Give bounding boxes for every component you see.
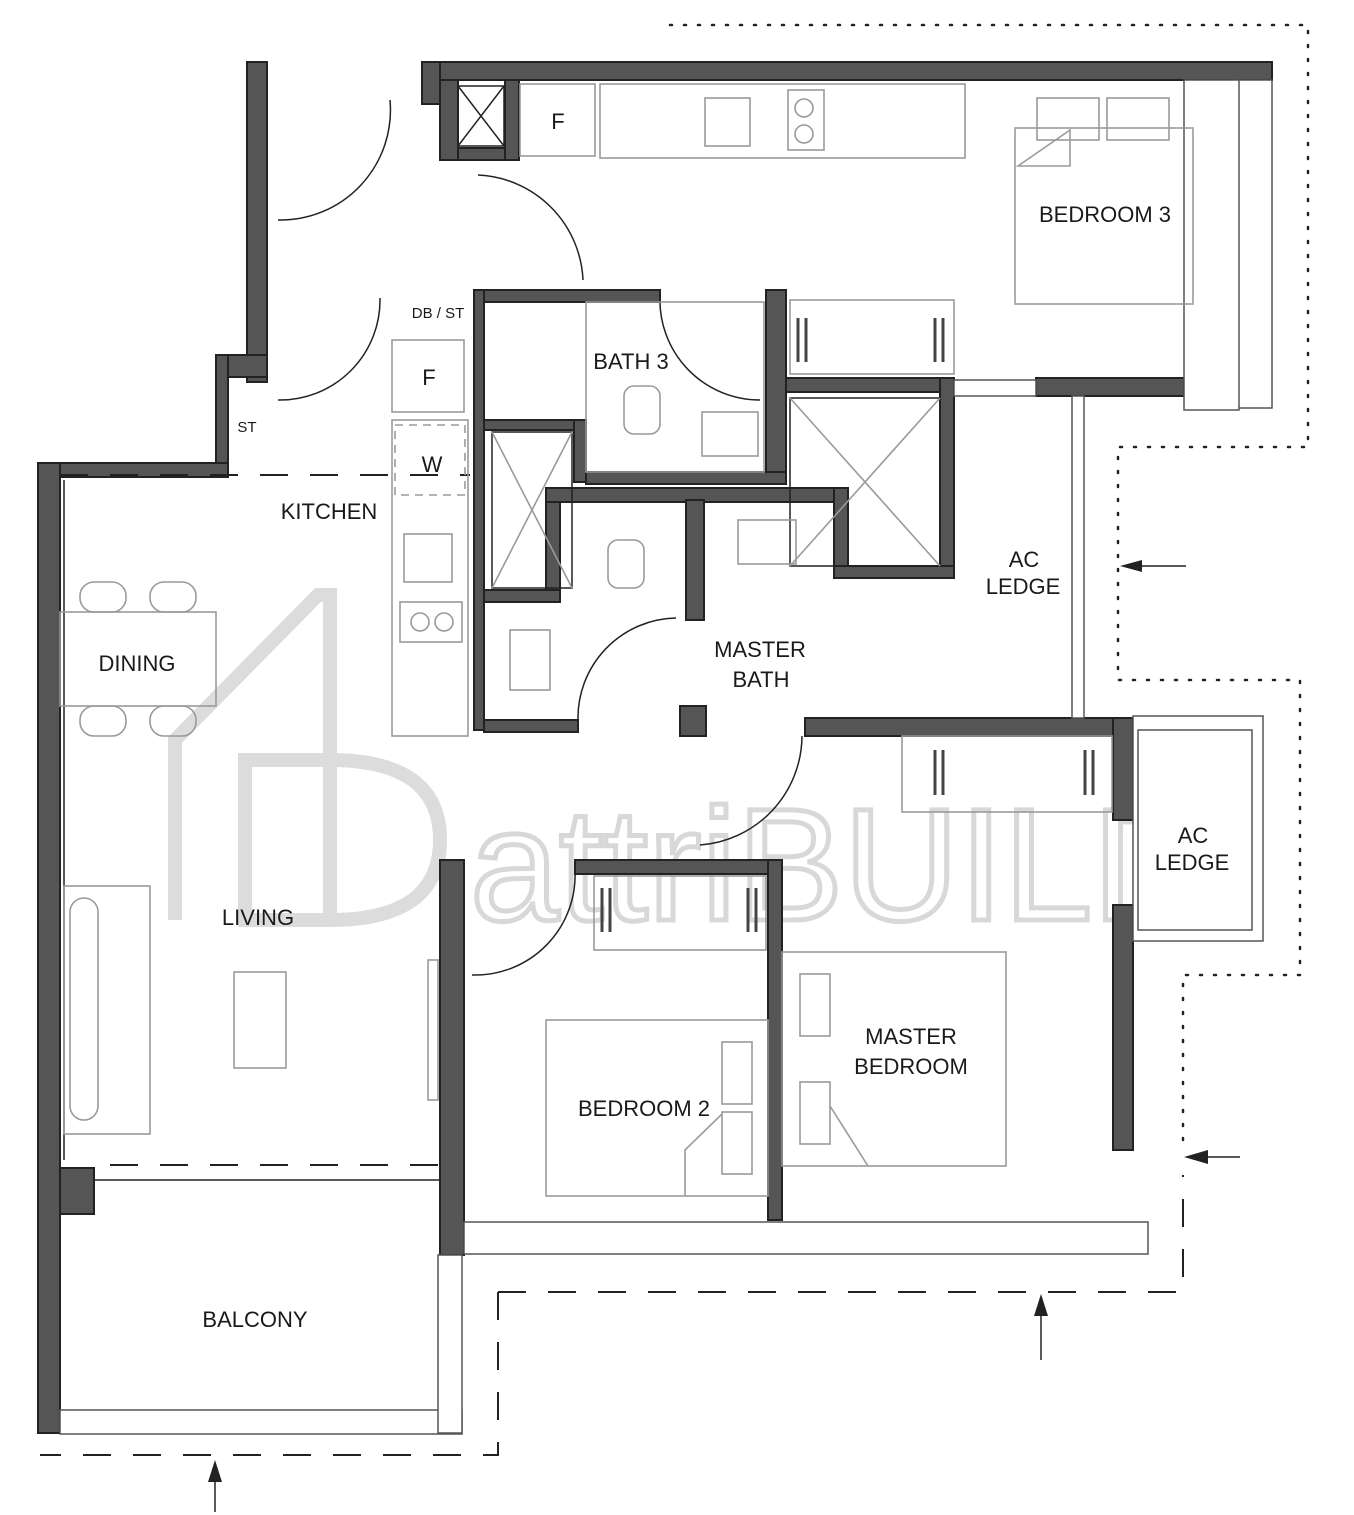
wardrobes — [593, 299, 1113, 951]
door-swings — [277, 99, 803, 976]
shower-areas — [457, 85, 941, 589]
washer-label: W — [422, 452, 443, 477]
label-master-bath-1: MASTER — [714, 637, 806, 662]
beds — [545, 97, 1194, 1197]
arrow-right-icon-1 — [1120, 560, 1186, 572]
label-bedroom-2: BEDROOM 2 — [578, 1096, 710, 1121]
label-kitchen: KITCHEN — [281, 499, 378, 524]
label-ac-ledge-2a: AC — [1178, 823, 1209, 848]
label-ac-ledge-1a: AC — [1009, 547, 1040, 572]
elevation-arrows — [208, 560, 1240, 1512]
label-dining: DINING — [99, 651, 176, 676]
arrow-left-icon-2 — [1184, 1150, 1240, 1164]
label-st: ST — [237, 419, 256, 436]
boundary-lines — [40, 23, 1310, 1456]
appliance-labels: F F W — [422, 109, 565, 477]
walls — [37, 61, 1273, 1434]
fridge-label-top: F — [551, 109, 564, 134]
bath-fixtures — [509, 301, 797, 691]
label-master-bedroom-1: MASTER — [865, 1024, 957, 1049]
arrow-up-icon-4 — [208, 1460, 222, 1512]
label-db-st: DB / ST — [412, 305, 465, 322]
dining-table — [59, 581, 217, 737]
kitchen-counters — [391, 83, 966, 737]
windows — [59, 79, 1273, 1435]
room-labels: BEDROOM 3 BATH 3 DB / ST ST KITCHEN DINI… — [99, 202, 1230, 1332]
label-ac-ledge-1b: LEDGE — [986, 574, 1061, 599]
label-master-bedroom-2: BEDROOM — [854, 1054, 968, 1079]
watermark-house-icon — [168, 588, 337, 920]
fridge-label-kitchen: F — [422, 365, 435, 390]
label-bath-3: BATH 3 — [593, 349, 668, 374]
arrow-up-icon-3 — [1034, 1294, 1048, 1360]
label-master-bath-2: BATH — [732, 667, 789, 692]
label-bedroom-3: BEDROOM 3 — [1039, 202, 1171, 227]
label-balcony: BALCONY — [202, 1307, 307, 1332]
living-furniture — [63, 885, 439, 1135]
label-living: LIVING — [222, 905, 294, 930]
watermark-d-shape — [238, 753, 448, 927]
label-ac-ledge-2b: LEDGE — [1155, 850, 1230, 875]
sliding-doors — [60, 474, 470, 1181]
watermark: attriBUILD — [168, 588, 1210, 957]
